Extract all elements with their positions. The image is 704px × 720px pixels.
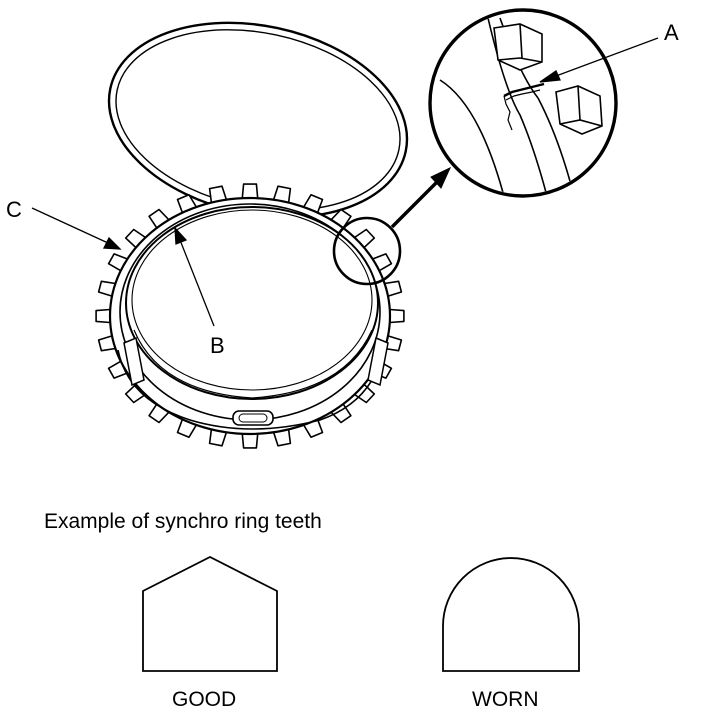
ring-tooth [388,308,405,324]
worn-tooth-profile [442,557,580,672]
synchro-ring [108,196,392,436]
good-tooth-profile [142,555,278,672]
teeth-example-caption: Example of synchro ring teeth [44,510,322,533]
callout-c: C [6,197,22,222]
ring-tooth [95,308,111,324]
worn-label: WORN [472,688,539,711]
detail-arrow [390,166,452,229]
leader-lines [31,37,659,327]
callout-b: B [210,333,225,358]
detail-view [428,8,618,198]
callout-a: A [664,20,679,45]
magnifier-small-circle [332,216,402,286]
ring-tooth [241,183,259,199]
ring-tooth [241,432,259,449]
good-label: GOOD [172,688,237,711]
